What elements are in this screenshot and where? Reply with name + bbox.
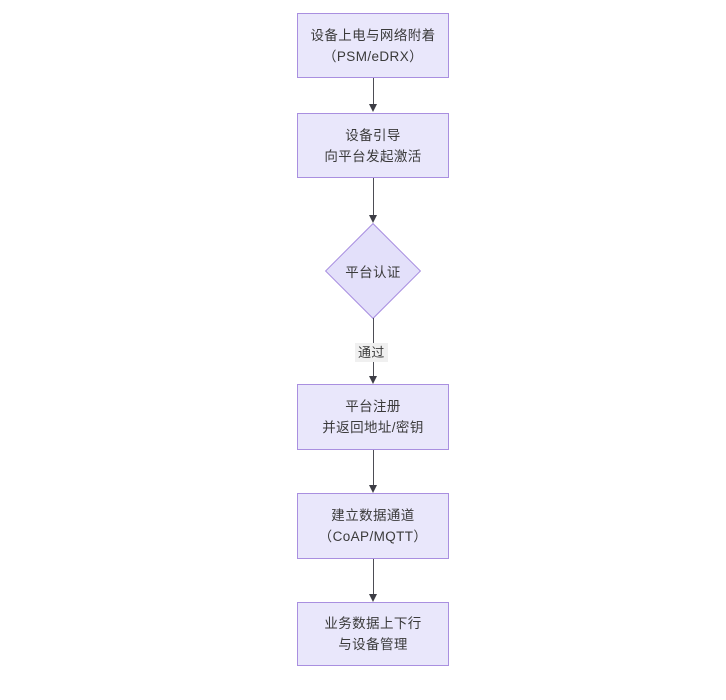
edge-label-pass: 通过 [355, 343, 388, 362]
node-data-channel-line1: 建立数据通道 [331, 508, 415, 523]
arrowhead-platform-auth-to-register [368, 376, 377, 384]
connector-data-channel-to-business [372, 559, 374, 595]
arrowhead-power-on-to-bootstrap [368, 104, 377, 112]
node-power-on-line2: （PSM/eDRX） [322, 48, 424, 64]
node-platform-register-line1: 平台注册 [345, 399, 401, 414]
node-business-data-line2: 与设备管理 [338, 637, 408, 652]
node-platform-register[interactable]: 平台注册 并返回地址/密钥 [297, 384, 449, 450]
node-bootstrap-line1: 设备引导 [345, 127, 401, 143]
node-platform-auth[interactable]: 平台认证 [324, 222, 422, 320]
node-data-channel-line2: （CoAP/MQTT） [318, 529, 428, 544]
arrowhead-register-to-data-channel [368, 485, 377, 493]
node-business-data[interactable]: 业务数据上下行 与设备管理 [297, 602, 449, 666]
connector-power-on-to-bootstrap [372, 78, 374, 106]
node-bootstrap-line2: 向平台发起激活 [324, 148, 422, 164]
node-power-on[interactable]: 设备上电与网络附着 （PSM/eDRX） [297, 13, 449, 78]
connector-bootstrap-to-platform-auth [372, 178, 374, 216]
node-power-on-line1: 设备上电与网络附着 [310, 27, 436, 43]
connector-register-to-data-channel [372, 450, 374, 486]
node-business-data-line1: 业务数据上下行 [324, 616, 422, 631]
arrowhead-data-channel-to-business [368, 594, 377, 602]
node-data-channel[interactable]: 建立数据通道 （CoAP/MQTT） [297, 493, 449, 559]
arrowhead-bootstrap-to-platform-auth [368, 215, 377, 223]
node-bootstrap[interactable]: 设备引导 向平台发起激活 [297, 113, 449, 178]
node-platform-auth-label: 平台认证 [345, 265, 401, 280]
node-platform-register-line2: 并返回地址/密钥 [322, 420, 424, 435]
